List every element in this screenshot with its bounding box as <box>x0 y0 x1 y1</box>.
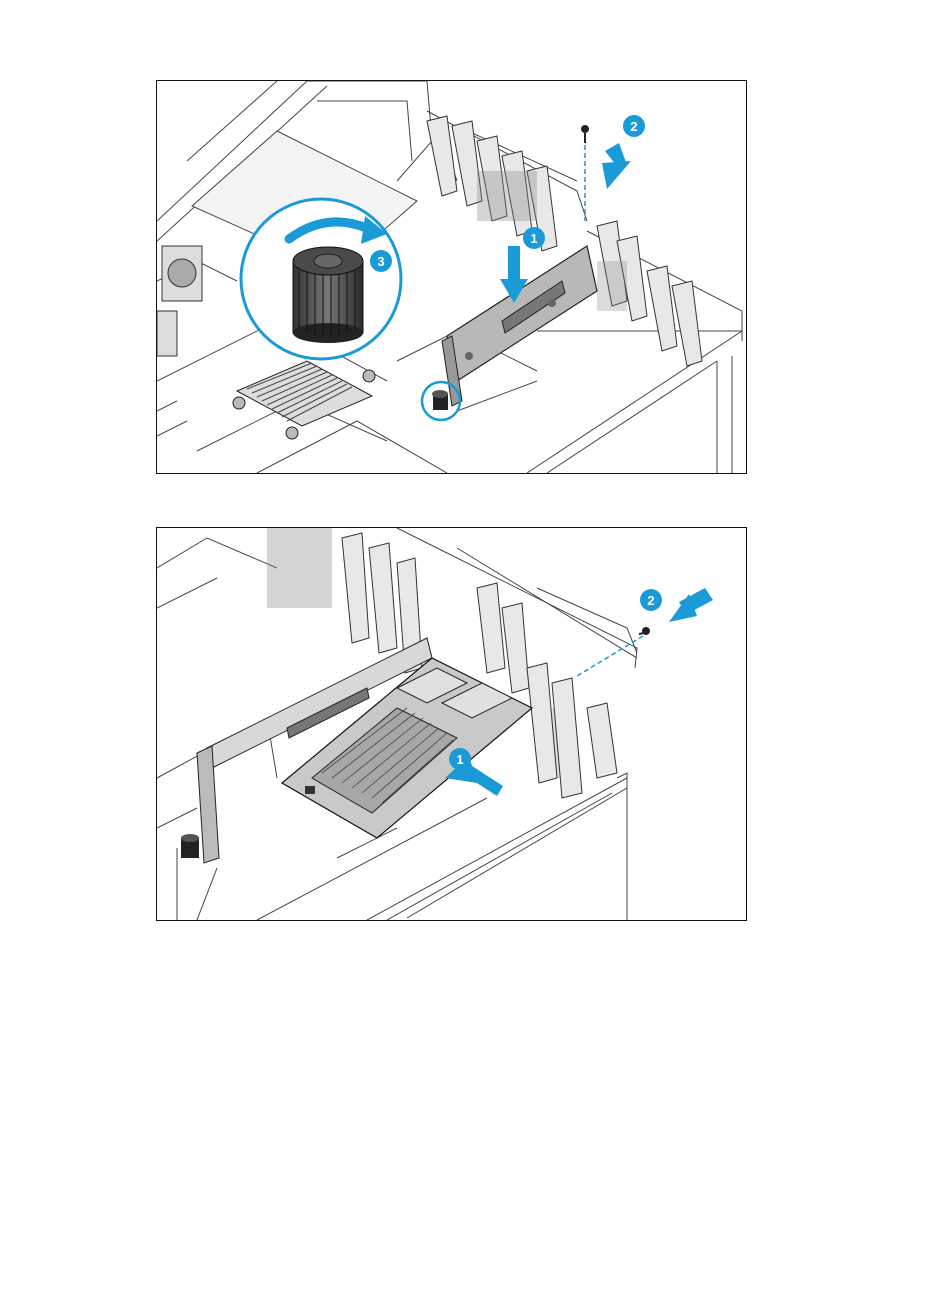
figure-2-install-expansion-card: 1 2 <box>156 527 747 921</box>
callout-2-label: 2 <box>630 119 637 134</box>
screw-icon <box>639 627 650 635</box>
figure-1-install-riser-cage: 1 2 3 <box>156 80 747 474</box>
callout-2: 2 <box>623 115 645 137</box>
callout-2-label: 2 <box>647 593 654 608</box>
screw-icon <box>581 125 589 143</box>
thumbscrew-zoom-inset <box>241 199 401 359</box>
figure-2-illustration: 1 2 <box>157 528 746 920</box>
callout-1: 1 <box>523 227 545 249</box>
callout-3: 3 <box>370 250 392 272</box>
callout-1-label: 1 <box>456 752 463 767</box>
thumbscrew-knob-icon <box>293 247 363 343</box>
system-fan <box>157 246 202 356</box>
callout-3-label: 3 <box>377 254 384 269</box>
processor-heatsink <box>233 361 375 439</box>
expansion-card <box>282 658 532 838</box>
callout-1: 1 <box>449 748 471 770</box>
callout-2: 2 <box>640 589 662 611</box>
callout-1-label: 1 <box>530 231 537 246</box>
thumbscrew-icon <box>181 834 199 858</box>
screw-insert-arrow-icon <box>669 588 713 622</box>
figure-1-illustration: 1 2 3 <box>157 81 746 473</box>
screw-down-arrow-icon <box>602 143 631 189</box>
